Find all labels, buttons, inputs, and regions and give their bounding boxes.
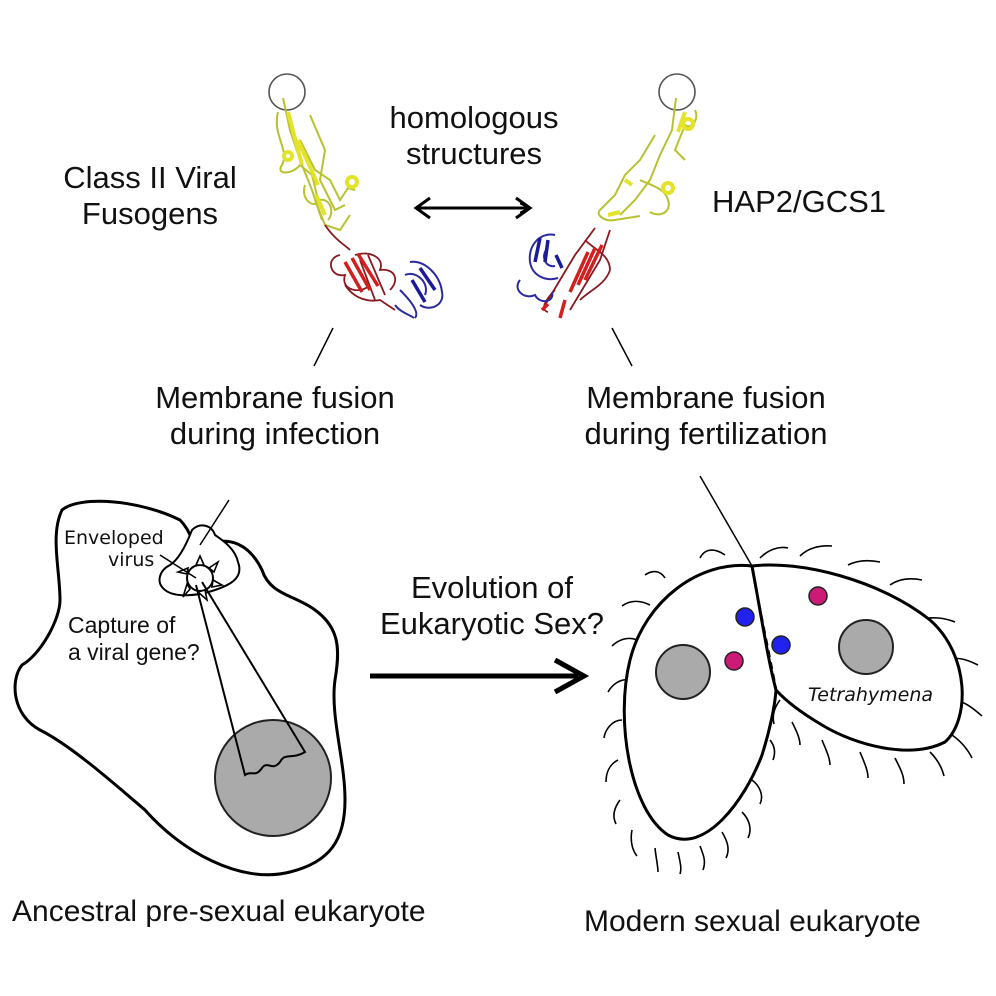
ancestral-cell xyxy=(13,499,347,877)
fusion-loop-circle-left xyxy=(268,73,306,111)
domain-I-left-strands xyxy=(343,253,380,293)
hap2-structure xyxy=(516,73,698,319)
fusion-loop-circle-right xyxy=(658,73,696,111)
infection-connector-line xyxy=(199,499,230,546)
ancestral-eukaryote-caption: Ancestral pre-sexual eukaryote xyxy=(12,895,426,928)
modern-eukaryote-caption: Modern sexual eukaryote xyxy=(584,905,921,938)
micronucleus-magenta-2 xyxy=(808,586,828,606)
domain-II-left-strands xyxy=(282,111,359,216)
fusion-infection-line1: Membrane fusion xyxy=(155,380,395,415)
macronucleus-right xyxy=(838,619,894,675)
fusion-fertilization-label: Membrane fusion during fertilization xyxy=(556,380,856,452)
gene-capture-wedge xyxy=(195,581,307,777)
virus-label-pointer xyxy=(159,554,197,579)
domain-II-right-strands xyxy=(607,111,695,217)
conjugation-junction-dashed xyxy=(751,567,777,689)
capture-gene-line1: Capture of xyxy=(68,612,176,638)
macronucleus-left xyxy=(655,644,711,700)
homologous-label-line2: structures xyxy=(405,135,543,171)
viral-fusogen-structure xyxy=(268,73,444,319)
fusion-fertilization-line2: during fertilization xyxy=(584,415,828,451)
viral-fusogen-title: Class II Viral Fusogens xyxy=(40,160,260,232)
tetrahymena-left-cell xyxy=(622,563,778,841)
homologous-structures-label: homologous structures xyxy=(368,100,580,172)
capture-gene-label: Capture of a viral gene? xyxy=(68,612,228,665)
enveloped-virus-label: Enveloped virus xyxy=(64,527,184,572)
viral-fusogen-title-line1: Class II Viral xyxy=(63,160,237,195)
domain-III-left xyxy=(394,260,444,319)
double-arrow-left-head xyxy=(413,196,431,220)
domain-III-right-strands xyxy=(533,237,564,269)
homologous-label-line1: homologous xyxy=(389,100,559,135)
pointer-line-fertilization xyxy=(611,327,633,367)
tetrahymena-pair xyxy=(603,475,983,875)
enveloped-virus-icon xyxy=(175,554,225,603)
fusion-fertilization-line1: Membrane fusion xyxy=(586,380,826,415)
ancestral-nucleus xyxy=(214,719,332,837)
domain-I-right xyxy=(543,227,611,313)
enveloped-virus-line1: Enveloped xyxy=(64,527,164,549)
hap2-title: HAP2/GCS1 xyxy=(712,184,887,219)
evolution-arrow-head xyxy=(553,657,590,695)
enveloped-virus-line2: virus xyxy=(108,548,155,571)
pointer-line-infection xyxy=(313,327,334,367)
fusion-infection-label: Membrane fusion during infection xyxy=(130,380,420,452)
micronucleus-magenta-1 xyxy=(724,651,744,671)
evolution-line1: Evolution of xyxy=(411,570,573,605)
fusion-infection-line2: during infection xyxy=(169,415,381,451)
domain-I-right-strands xyxy=(540,244,604,319)
micronucleus-blue-1 xyxy=(735,607,755,627)
evolution-question-label: Evolution of Eukaryotic Sex? xyxy=(372,570,612,642)
domain-III-left-strands xyxy=(410,267,437,303)
domain-I-left xyxy=(324,224,397,311)
micronucleus-blue-2 xyxy=(771,635,791,655)
capture-gene-line2: a viral gene? xyxy=(68,638,200,665)
domain-II-right xyxy=(597,97,698,222)
tetrahymena-label: Tetrahymena xyxy=(808,684,934,706)
fertilization-connector-line xyxy=(699,475,753,567)
double-arrow-right-head xyxy=(515,196,533,220)
viral-fusogen-title-line2: Fusogens xyxy=(81,195,219,231)
evolution-line2: Eukaryotic Sex? xyxy=(380,605,604,641)
